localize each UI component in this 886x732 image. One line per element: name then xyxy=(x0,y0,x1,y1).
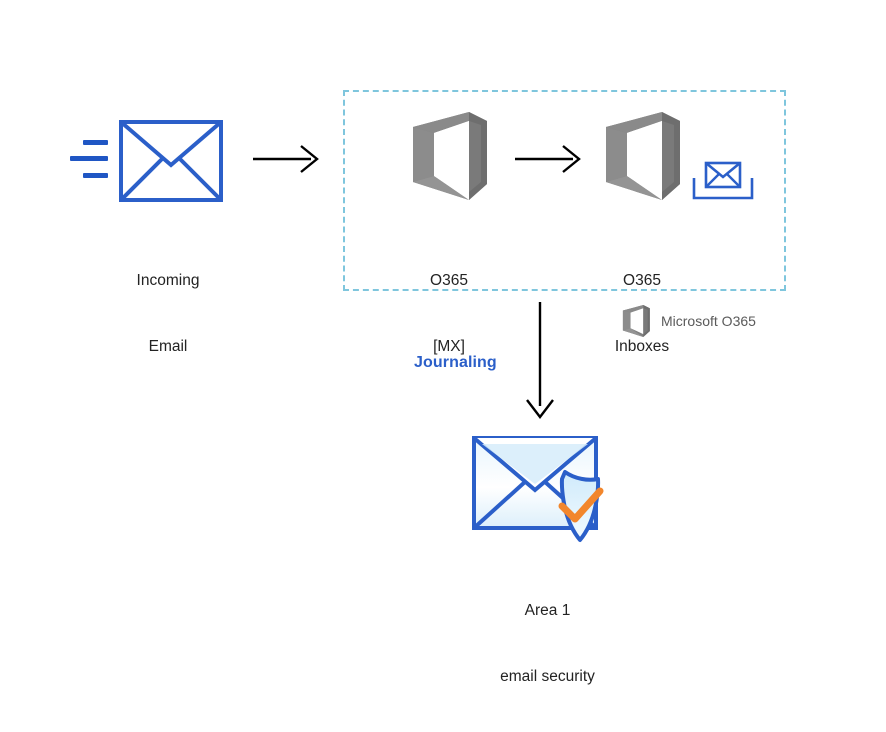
node-o365-inboxes[interactable] xyxy=(598,110,686,202)
motion-line-1 xyxy=(83,140,108,145)
edge-label-journaling: Journaling xyxy=(414,354,497,371)
node-incoming-email[interactable] xyxy=(70,115,245,215)
caption-line-2: Email xyxy=(148,338,188,355)
node-o365-mx[interactable] xyxy=(405,110,493,202)
caption-line-2: [MX] xyxy=(433,338,465,355)
caption-line-1: Area 1 xyxy=(524,602,571,619)
motion-line-2 xyxy=(70,156,108,161)
caption-o365-mx: O365 [MX] xyxy=(369,226,529,402)
envelope-shield-check-icon xyxy=(472,436,604,542)
motion-line-3 xyxy=(83,173,108,178)
caption-line-2: email security xyxy=(500,668,595,685)
caption-line-1: Incoming xyxy=(136,272,200,289)
caption-line-1: O365 xyxy=(623,272,661,289)
diagram-canvas: Incoming Email O365 [MX] xyxy=(70,90,786,685)
arrow-right-icon-incoming-to-mx xyxy=(253,143,321,175)
envelope-icon xyxy=(118,115,224,207)
arrow-down-icon-journaling xyxy=(522,302,558,420)
microsoft-o365-logo-icon xyxy=(413,112,487,200)
motion-lines-icon xyxy=(70,140,110,182)
arrow-right-icon-mx-to-inboxes xyxy=(515,143,583,175)
inbox-tray-envelope-icon xyxy=(692,160,754,202)
caption-area1: Area 1 email security xyxy=(470,556,625,732)
caption-line-1: O365 xyxy=(430,272,468,289)
caption-line-2: Inboxes xyxy=(614,338,670,355)
microsoft-o365-logo-icon xyxy=(622,305,650,337)
o365-boundary-region xyxy=(343,90,786,291)
caption-incoming-email: Incoming Email xyxy=(88,226,248,402)
legend-microsoft-o365: Microsoft O365 xyxy=(620,303,756,339)
caption-o365-inboxes: O365 Inboxes xyxy=(562,226,722,402)
node-area1-email-security[interactable] xyxy=(470,434,630,549)
legend-label: Microsoft O365 xyxy=(661,313,756,329)
microsoft-o365-logo-icon xyxy=(606,112,680,200)
